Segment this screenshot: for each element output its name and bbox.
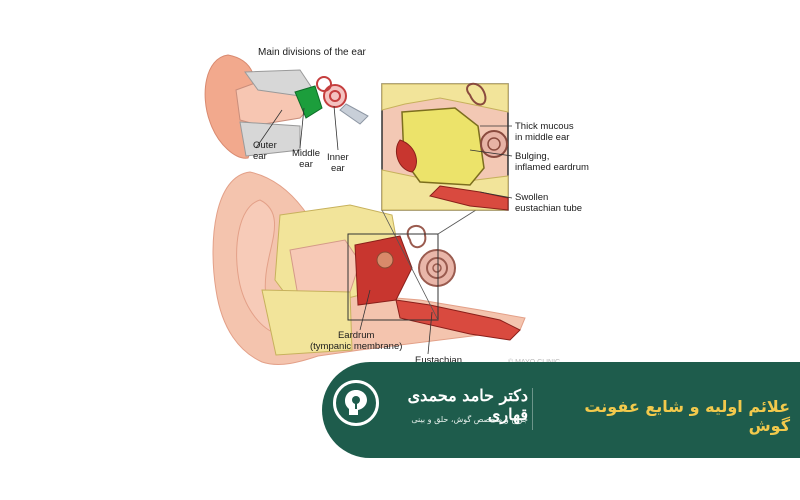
label-inner-ear: Inner ear <box>327 152 349 174</box>
label-thick-mucous: Thick mucous in middle ear <box>515 121 574 143</box>
small-ear-diagram <box>204 54 369 159</box>
doctor-name: دکتر حامد محمدی قهاری <box>407 386 528 424</box>
article-headline: علائم اولیه و شایع عفونت گوش <box>584 397 790 435</box>
label-bulging-eardrum: Bulging, inflamed eardrum <box>515 151 589 173</box>
large-ear-cross-section <box>212 171 526 365</box>
ear-logo-icon <box>345 390 367 415</box>
diagram-title: Main divisions of the ear <box>258 47 366 58</box>
middle-ear-inset <box>381 82 513 211</box>
label-outer-ear: Outer ear <box>253 140 277 162</box>
banner-divider <box>532 388 533 430</box>
doctor-title: جراح و متخصص گوش، حلق و بینی <box>411 415 528 424</box>
clinic-logo <box>333 380 379 426</box>
label-eardrum: Eardrum (tympanic membrane) <box>310 330 403 352</box>
label-swollen-tube: Swollen eustachian tube <box>515 192 583 214</box>
label-middle-ear: Middle ear <box>292 148 320 170</box>
title-banner <box>322 362 800 458</box>
banner-background <box>322 362 800 458</box>
